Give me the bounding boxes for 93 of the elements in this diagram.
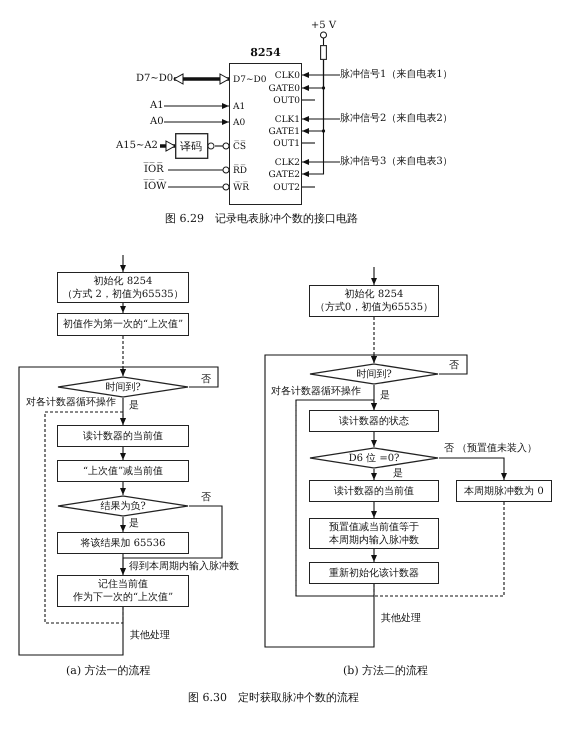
step-text: 结果为负? (100, 500, 146, 513)
step-text: 重新初始化该计数器 (329, 566, 419, 580)
arrow (302, 159, 340, 165)
step-text: 初始化 8254 (344, 288, 404, 301)
edge-label: 否 (200, 492, 212, 504)
signal-label: A15~A2 (116, 140, 160, 152)
pin-label: GATE0 (259, 83, 303, 95)
edge-label: 否 (200, 374, 212, 386)
connector-line (302, 99, 315, 101)
signal-label: I̅O̅W̅ (144, 181, 168, 193)
figure-caption: 图 6.29 记录电表脉冲个数的接口电路 (165, 211, 358, 226)
process-box (57, 313, 189, 336)
connector-line (302, 186, 315, 188)
figure-caption: (b) 方法二的流程 (343, 663, 428, 678)
edge-label: 是 (128, 518, 140, 530)
signal-label: A0 (150, 116, 164, 128)
arrow (44, 411, 126, 624)
process-box (309, 410, 439, 432)
process-box (456, 480, 552, 502)
step-text: （方式0，初值为65535） (314, 301, 434, 314)
step-text: 本周期内输入脉冲数 (329, 534, 419, 546)
pin-label: CLK1 (259, 114, 303, 126)
pin-label: GATE2 (259, 169, 303, 181)
signal-label: A1 (150, 100, 164, 112)
arrow (302, 116, 340, 122)
process-box (57, 460, 189, 482)
figure-caption: (a) 方法一的流程 (66, 663, 151, 678)
arrow (371, 267, 377, 285)
step-text: 初始化 8254 (94, 274, 152, 288)
edge-label: 对各计数器循环操作 (25, 397, 117, 409)
arrow (18, 366, 126, 656)
edge-label: 是 (379, 390, 391, 402)
decoder-label: 译码 (179, 139, 203, 154)
process-box (309, 480, 439, 502)
arrow (439, 457, 507, 480)
step-text: 时间到? (356, 368, 392, 381)
bus-arrow (160, 140, 176, 152)
arrow (302, 60, 324, 177)
step-text: 读计数器的当前值 (83, 430, 163, 442)
signal-label: D7~D0 (136, 73, 174, 85)
step-text: 预置值减当前值等于 (329, 520, 419, 534)
step-text: D6 位 =0? (348, 452, 400, 465)
step-text: 将该结果加 65536 (80, 536, 166, 550)
arrow (295, 399, 377, 597)
supply-label: +5 V (309, 20, 338, 32)
process-box (57, 532, 189, 554)
arrow (120, 517, 126, 532)
signal-label: 脉冲信号3（来自电表3） (340, 156, 458, 168)
figure-caption: 图 6.30 定时获取脉冲个数的流程 (188, 690, 359, 705)
arrow (120, 255, 126, 272)
step-text: 本周期脉冲数为 0 (464, 484, 544, 498)
signal-label: I̅O̅R̅ (144, 164, 168, 176)
connector-line (302, 142, 315, 144)
arrow (264, 354, 377, 648)
arrow (164, 119, 229, 125)
step-text: 时间到? (105, 380, 141, 394)
edge-label: 是 (128, 400, 140, 412)
signal-label: 脉冲信号2（来自电表2） (340, 113, 458, 125)
arrow (295, 399, 505, 597)
arrow (371, 432, 377, 447)
edge-label: 否 (448, 360, 460, 372)
step-text: 初值作为第一次的“上次值” (62, 318, 184, 331)
arrow (371, 549, 377, 562)
process-box (57, 575, 189, 607)
arrow (371, 502, 377, 518)
process-box (57, 272, 189, 303)
chip-label: 8254 (249, 46, 282, 59)
process-box (309, 285, 439, 317)
step-text: “上次值”减当前值 (82, 464, 164, 478)
process-box (57, 425, 189, 447)
process-box (309, 518, 439, 549)
arrow (120, 303, 126, 313)
step-text: （方式 2，初值为65535） (62, 288, 184, 300)
edge-label: 是 (392, 468, 404, 480)
edge-label: 得到本周期内输入脉冲数 (128, 561, 240, 573)
arrow (120, 554, 126, 575)
edge-label: 其他处理 (129, 630, 171, 642)
pin-label: CLK2 (259, 157, 303, 169)
edge-label: 其他处理 (380, 613, 422, 625)
arrow (120, 447, 126, 460)
step-text: 读计数器的当前值 (334, 484, 414, 498)
pin-label: GATE1 (259, 126, 303, 138)
edge-label: 对各计数器循环操作 (270, 386, 362, 398)
step-text: 记住当前值 (98, 578, 148, 591)
step-text: 读计数器的状态 (339, 414, 409, 428)
signal-label: 脉冲信号1（来自电表1） (340, 69, 458, 81)
arrow (164, 103, 229, 109)
arrow (371, 469, 377, 480)
bus-arrow (174, 74, 230, 84)
step-text: 作为下一次的“上次值” (72, 591, 174, 604)
arrow (302, 72, 340, 78)
arrow (120, 482, 126, 495)
process-box (309, 562, 439, 584)
